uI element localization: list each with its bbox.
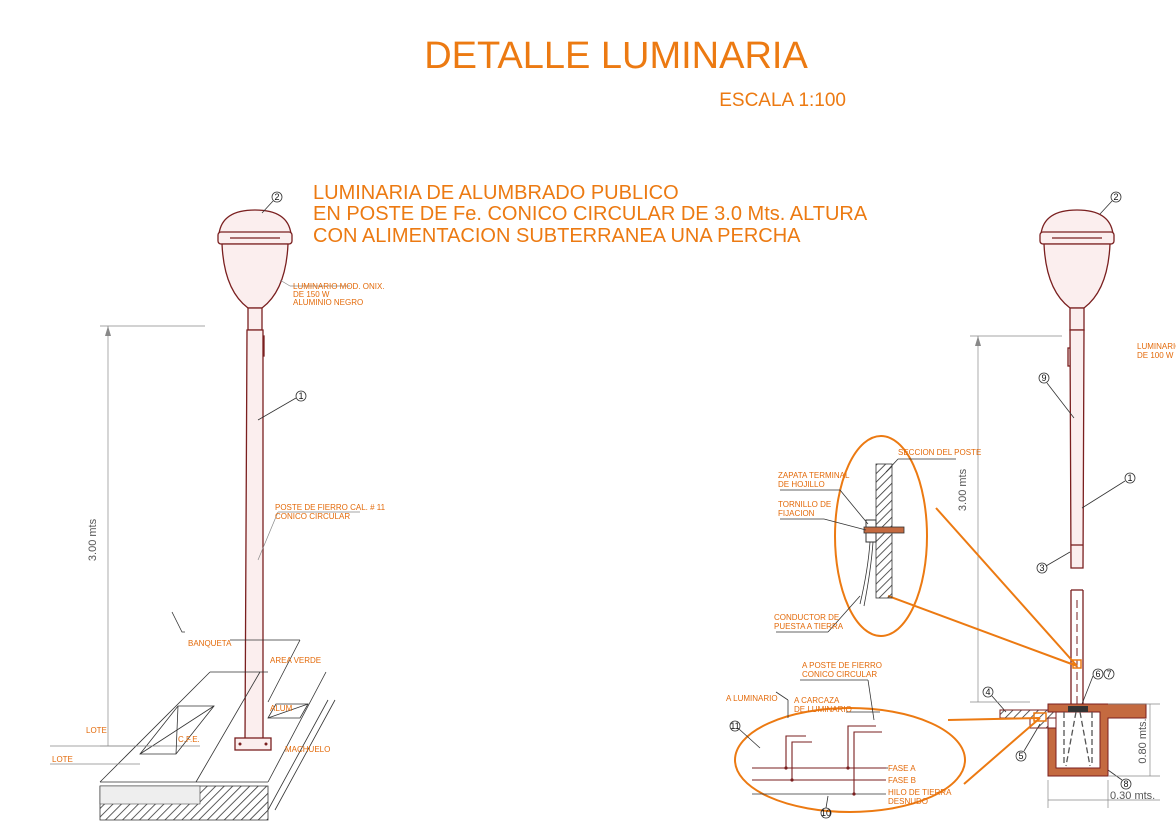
right-width-dimension: 0.30 mts. — [1047, 780, 1160, 808]
label-fase-a: FASE A — [888, 764, 916, 773]
label-zapata-1: ZAPATA TERMINAL — [778, 471, 850, 480]
right-callout-6-7: 6 7 — [1081, 668, 1115, 705]
svg-text:10: 10 — [821, 808, 831, 818]
description-line-2: EN POSTE DE Fe. CONICO CIRCULAR DE 3.0 M… — [313, 203, 868, 225]
label-conductor-2: PUESTA A TIERRA — [774, 622, 844, 631]
label-area-verde: AREA VERDE — [270, 656, 321, 665]
svg-text:5: 5 — [1018, 751, 1023, 761]
label-conductor-1: CONDUCTOR DE — [774, 613, 839, 622]
left-luminaire — [217, 209, 293, 309]
label-tornillo-2: FIJACION — [778, 509, 815, 518]
svg-text:7: 7 — [1106, 669, 1111, 679]
right-callout-2: 2 — [1099, 191, 1122, 215]
svg-text:2: 2 — [274, 192, 279, 202]
left-ground-plan — [50, 611, 336, 821]
right-depth-dimension: 0.80 mts. — [1108, 703, 1160, 777]
drawing-scale: ESCALA 1:100 — [719, 90, 846, 111]
right-callout-3: 3 — [1036, 551, 1071, 574]
left-luminaire-note-3: ALUMINIO NEGRO — [293, 298, 363, 307]
left-callout-1: 1 — [257, 390, 307, 421]
left-pole-note-1: POSTE DE FIERRO CAL. # 11 — [275, 503, 386, 512]
label-seccion-poste: SECCION DEL POSTE — [898, 448, 981, 457]
label-a-luminario: A LUMINARIO — [726, 694, 778, 703]
label-tornillo-1: TORNILLO DE — [778, 500, 831, 509]
drawing-title: DETALLE LUMINARIA — [424, 35, 808, 77]
right-width-dim-text: 0.30 mts. — [1110, 790, 1155, 802]
right-depth-dim-text: 0.80 mts. — [1137, 718, 1149, 763]
right-luminaire-note-2: DE 100 W — [1137, 351, 1174, 360]
label-a-poste-1: A POSTE DE FIERRO — [802, 661, 882, 670]
left-pole-note-2: CONICO CIRCULAR — [275, 512, 350, 521]
label-a-carcaza-1: A CARCAZA — [794, 696, 840, 705]
svg-text:8: 8 — [1123, 779, 1128, 789]
right-callout-9: 9 — [1038, 372, 1075, 419]
label-lote-1: LOTE — [86, 726, 107, 735]
label-cfe: C.F.E. — [178, 735, 200, 744]
label-a-poste-2: CONICO CIRCULAR — [802, 670, 877, 679]
left-luminaire-note-2: DE 150 W — [293, 290, 330, 299]
right-callout-8: 8 — [1107, 769, 1132, 790]
right-callout-4: 4 — [982, 686, 1007, 713]
label-hilo-tierra-2: DESNUDO — [888, 797, 928, 806]
right-pole — [1067, 307, 1085, 742]
svg-text:6: 6 — [1095, 669, 1100, 679]
svg-text:11: 11 — [730, 721, 739, 731]
detail-wiring: 11 10 — [729, 679, 966, 819]
right-luminaire — [1039, 209, 1115, 309]
svg-text:2: 2 — [1113, 192, 1118, 202]
description-line-3: CON ALIMENTACION SUBTERRANEA UNA PERCHA — [313, 225, 801, 247]
right-luminaire-note-1: LUMINARIO — [1137, 342, 1176, 351]
right-callout-1: 1 — [1081, 472, 1136, 509]
right-height-dimension: 3.00 mts — [957, 335, 1062, 703]
label-machuelo: MACHUELO — [285, 745, 330, 754]
label-fase-b: FASE B — [888, 776, 916, 785]
label-hilo-tierra-1: HILO DE TIERRA — [888, 788, 952, 797]
svg-text:1: 1 — [298, 391, 303, 401]
label-alum: ALUM — [270, 704, 293, 713]
label-banqueta: BANQUETA — [188, 639, 232, 648]
svg-text:3: 3 — [1039, 563, 1044, 573]
left-callout-2: 2 — [261, 191, 283, 214]
label-zapata-2: DE HOJILLO — [778, 480, 825, 489]
right-view: 2 9 1 3 4 5 6 — [887, 191, 1176, 808]
right-height-dim-text: 3.00 mts — [957, 468, 969, 511]
left-view: 2 1 LUMINARIO MOD. ONIX. DE 150 W ALUMIN… — [50, 191, 386, 821]
description-line-1: LUMINARIA DE ALUMBRADO PUBLICO — [313, 182, 679, 204]
left-height-dim-text: 3.00 mts — [87, 518, 99, 561]
detail-pole-section — [776, 435, 956, 637]
label-a-carcaza-2: DE LUMINARIO — [794, 705, 852, 714]
left-height-dimension: 3.00 mts — [87, 325, 205, 747]
left-luminaire-note-1: LUMINARIO MOD. ONIX. — [293, 282, 385, 291]
label-lote-2: LOTE — [52, 755, 73, 764]
left-pole — [234, 307, 272, 751]
svg-text:1: 1 — [1127, 473, 1132, 483]
svg-text:4: 4 — [985, 687, 990, 697]
right-foundation — [999, 703, 1147, 777]
svg-text:9: 9 — [1041, 373, 1046, 383]
